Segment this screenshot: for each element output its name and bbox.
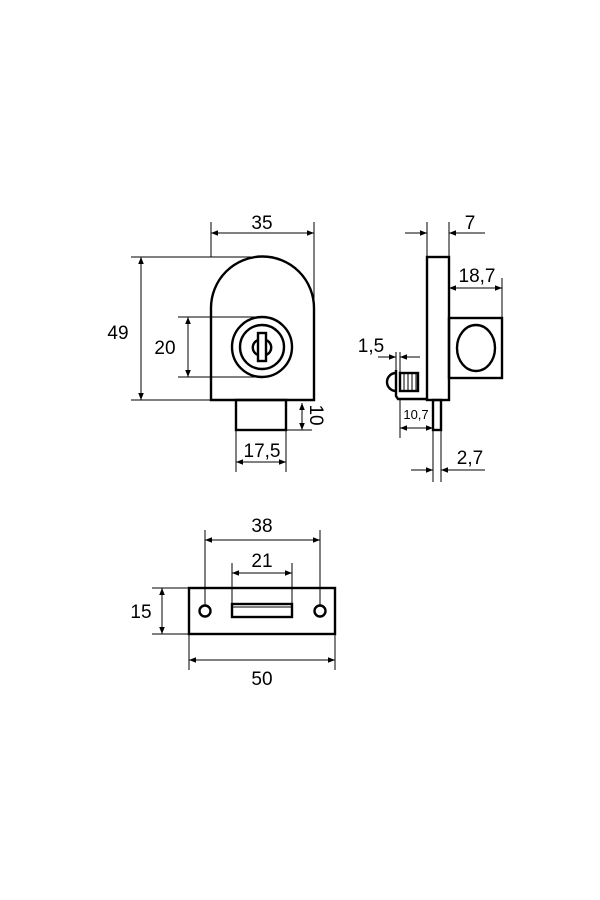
screw-thread [398,371,420,393]
cylinder-inner [238,323,286,371]
glass-plate [425,255,451,402]
mounting-hole [198,604,212,618]
bracket [394,370,427,401]
dim-plate-thickness: 7 [465,213,476,234]
dim-plate-height: 15 [130,602,151,623]
screw-head [385,371,397,393]
dim-slot-length: 21 [251,551,272,572]
dim-block-depth: 18,7 [459,266,496,287]
dim-tab-height: 10 [305,404,326,425]
cylinder-side [455,323,497,373]
dim-bracket-thickness: 1,5 [358,336,384,357]
dim-height: 49 [107,323,128,344]
lock-tab [234,398,288,432]
dim-key-diameter: 20 [154,338,175,359]
mounting-hole [313,604,327,618]
bolt-pin [431,398,443,432]
front-view: 35 49 20 10 17,5 [107,213,326,472]
strike-plate [187,586,337,636]
dim-tab-width: 17,5 [244,441,281,462]
bolt-slot [230,602,294,619]
lock-block [447,316,504,380]
dim-width: 35 [251,213,272,234]
dim-pin-thickness: 2,7 [457,448,483,469]
dim-hole-spacing: 38 [251,516,272,537]
strike-plate-view: 38 21 15 50 [130,516,337,690]
dim-bracket-length: 10,7 [403,407,428,422]
keyway-icon [256,331,268,363]
side-view: 7 18,7 1,5 10,7 2,7 [358,213,504,482]
lock-body [209,255,316,402]
dim-plate-length: 50 [251,669,272,690]
